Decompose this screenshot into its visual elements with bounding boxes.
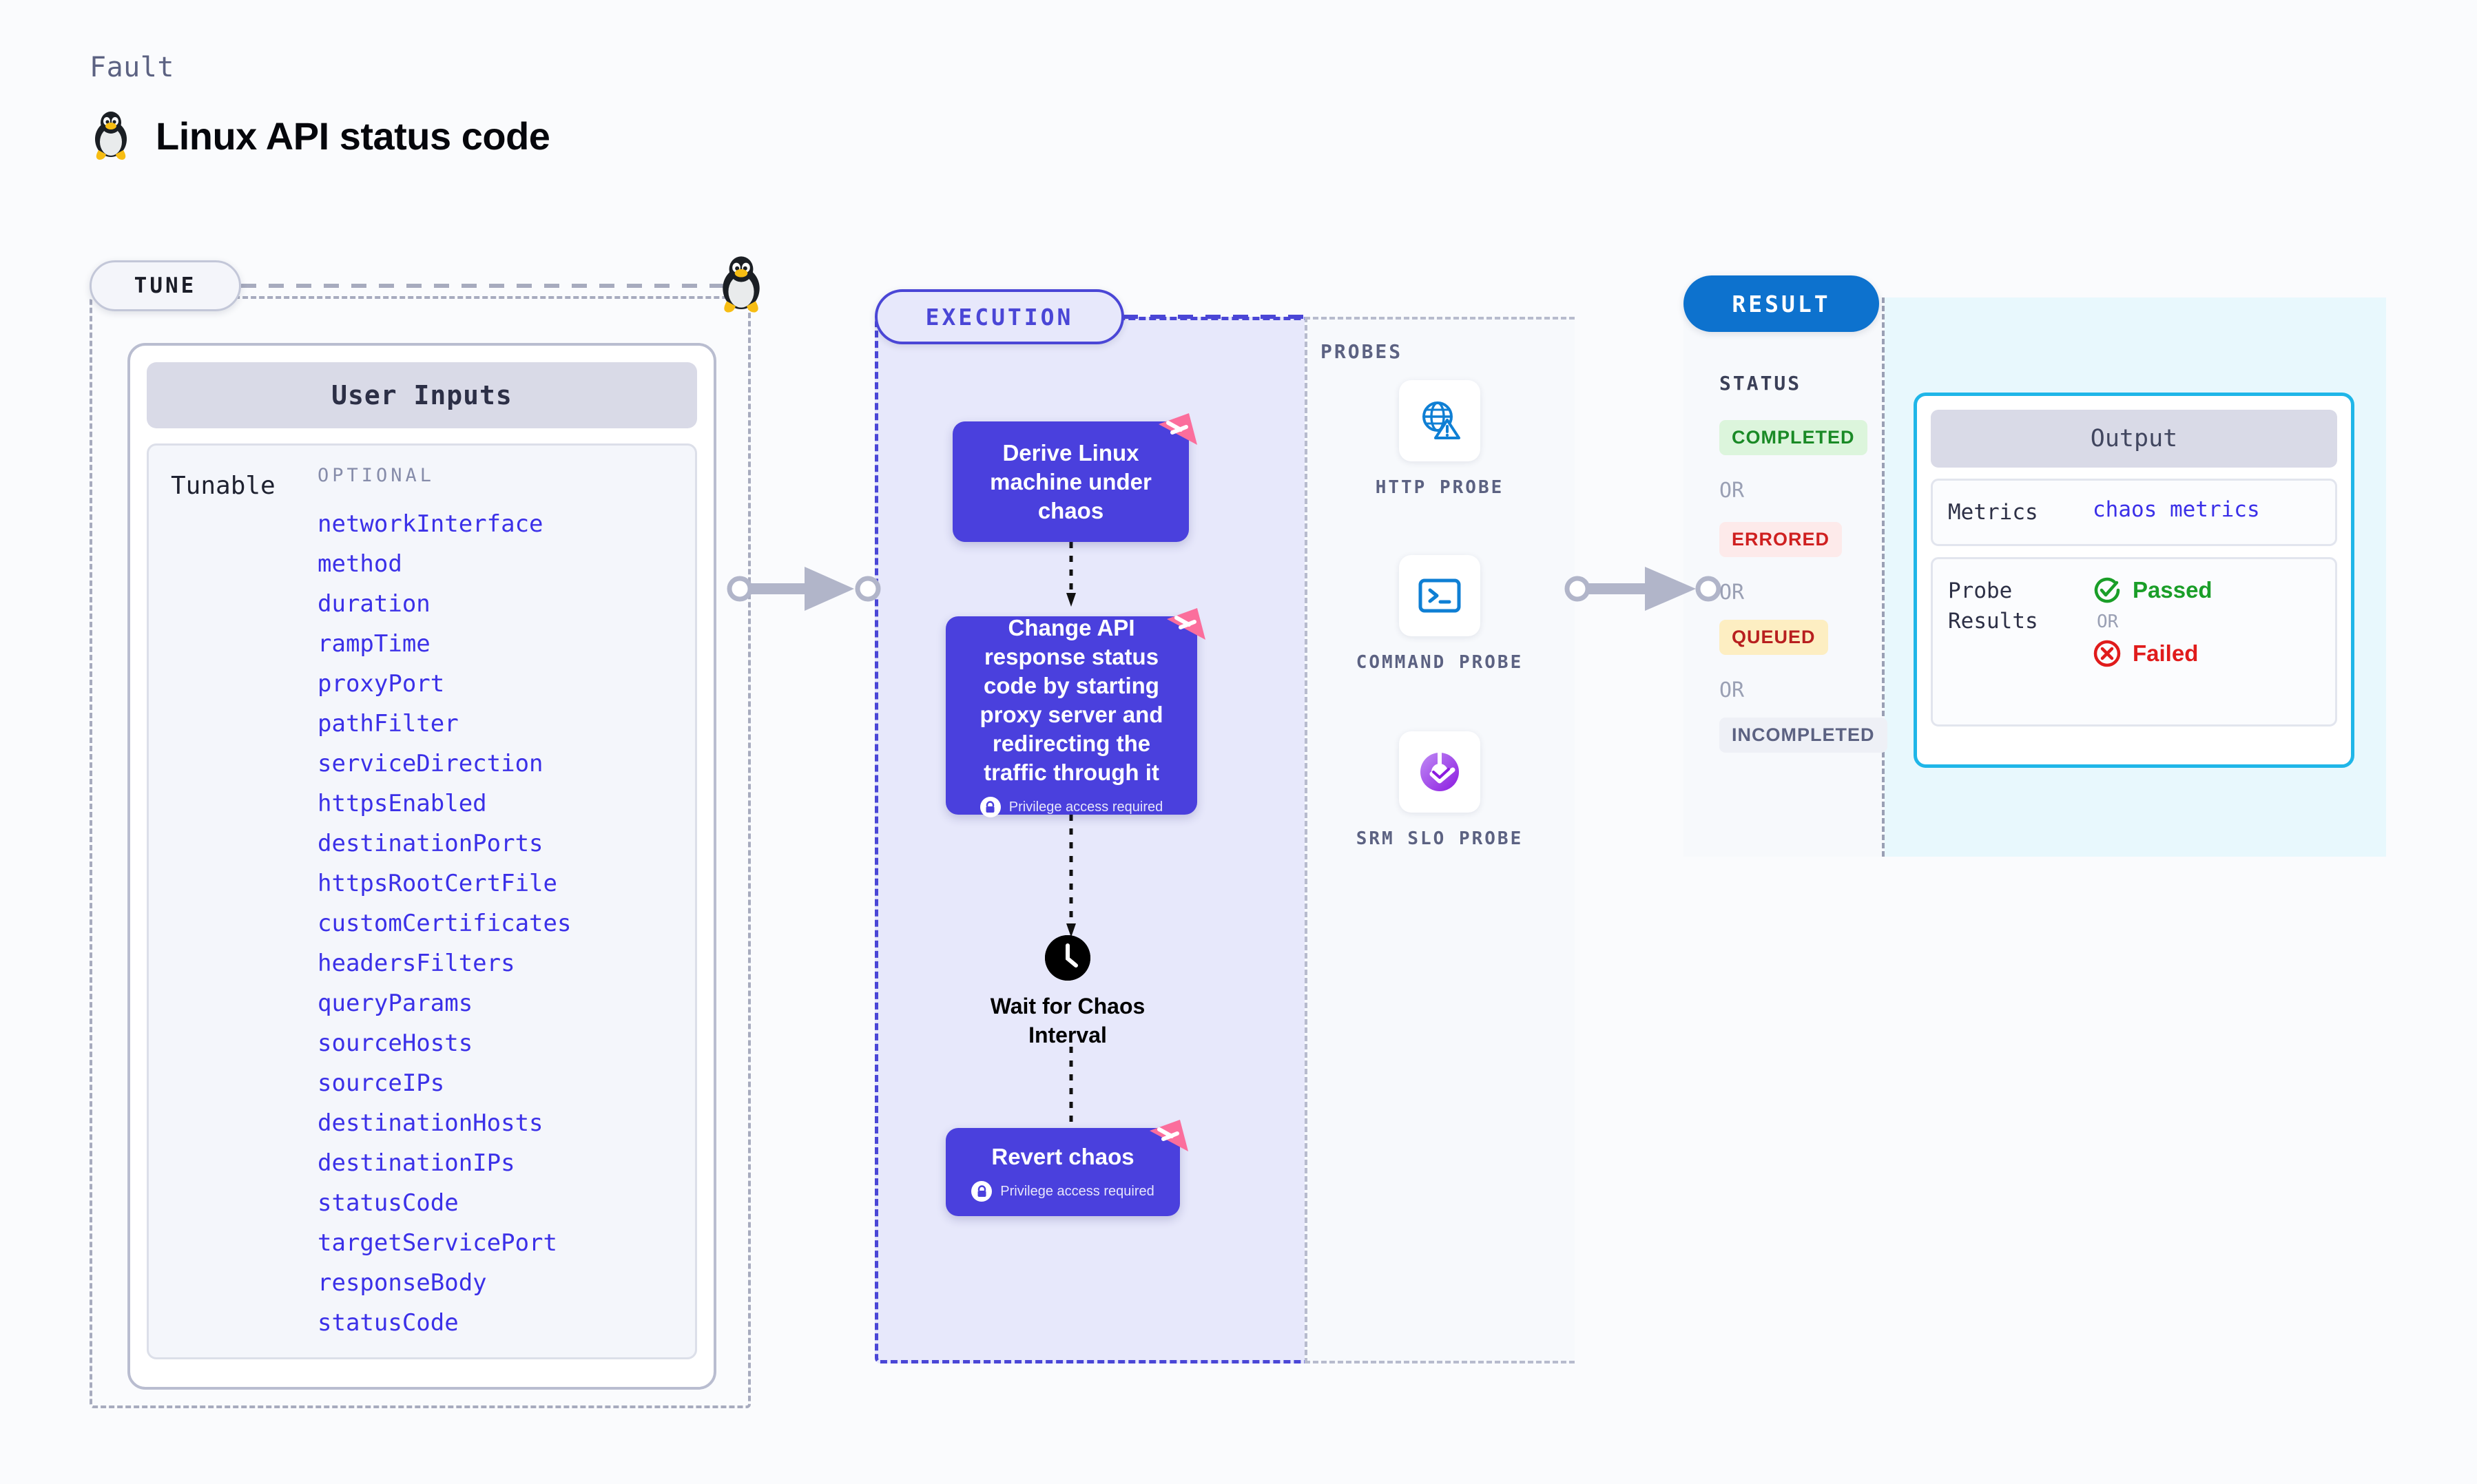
probe-label: COMMAND PROBE: [1356, 652, 1524, 673]
x-circle-icon: [2093, 639, 2122, 668]
node-title: Revert chaos: [991, 1144, 1134, 1169]
output-probe-results-row: Probe Results Passed OR: [1931, 557, 2337, 727]
terminal-icon: [1399, 555, 1480, 636]
execution-node-revert-chaos[interactable]: Revert chaos Privilege access required: [946, 1120, 1188, 1216]
execution-to-result-connector: [1564, 567, 1721, 611]
linux-tux-marker-icon: [716, 255, 766, 314]
probe-result-or: OR: [2097, 612, 2119, 632]
linux-tux-icon: [90, 110, 132, 161]
user-inputs-card: User Inputs Tunable OPTIONAL networkInte…: [127, 343, 716, 1390]
arrow-change-to-wait: [1066, 815, 1076, 937]
status-or: OR: [1719, 479, 1745, 503]
privilege-text: Privilege access required: [1000, 1183, 1154, 1199]
param-item[interactable]: sourceHosts: [318, 1030, 473, 1057]
param-item[interactable]: proxyPort: [318, 670, 445, 698]
param-item[interactable]: queryParams: [318, 990, 473, 1017]
page-title-text: Linux API status code: [156, 114, 550, 158]
probe-result-failed: Failed: [2093, 639, 2212, 668]
execution-node-derive[interactable]: Derive Linux machine under chaos: [953, 413, 1197, 542]
probe-result-passed: Passed: [2093, 576, 2212, 605]
status-or: OR: [1719, 581, 1745, 605]
output-metrics-row: Metrics chaos metrics: [1931, 479, 2337, 546]
probe-label: HTTP PROBE: [1375, 477, 1504, 498]
tunable-param-list: OPTIONAL networkInterface method duratio…: [318, 465, 688, 1357]
probes-title: PROBES: [1320, 340, 1403, 363]
param-item[interactable]: headersFilters: [318, 950, 515, 977]
fault-kicker: Fault: [90, 52, 174, 83]
param-item[interactable]: pathFilter: [318, 710, 459, 738]
param-item[interactable]: destinationIPs: [318, 1149, 515, 1177]
output-card: Output Metrics chaos metrics Probe Resul…: [1914, 393, 2354, 768]
param-item[interactable]: httpsRootCertFile: [318, 870, 557, 897]
param-item[interactable]: serviceDirection: [318, 750, 543, 777]
param-item[interactable]: responseBody: [318, 1269, 487, 1297]
check-circle-icon: [2093, 576, 2122, 605]
param-item[interactable]: customCertificates: [318, 910, 572, 937]
output-title: Output: [1931, 410, 2337, 468]
chaos-ribbon-icon: [1161, 604, 1212, 655]
metrics-key: Metrics: [1948, 500, 2038, 525]
chaos-ribbon-icon: [1144, 1116, 1195, 1167]
param-item[interactable]: rampTime: [318, 630, 431, 658]
failed-label: Failed: [2133, 640, 2199, 666]
metrics-value[interactable]: chaos metrics: [2093, 497, 2260, 522]
param-item[interactable]: httpsEnabled: [318, 790, 487, 817]
privilege-text: Privilege access required: [1008, 799, 1163, 815]
param-item[interactable]: targetServicePort: [318, 1229, 557, 1257]
probe-label: SRM SLO PROBE: [1356, 828, 1524, 849]
probe-command[interactable]: COMMAND PROBE: [1305, 555, 1575, 675]
node-title: Derive Linux machine under chaos: [990, 439, 1152, 523]
tune-badge: TUNE: [90, 260, 241, 311]
tune-to-execution-connector: [727, 567, 881, 611]
execution-dashed-connector: [1123, 315, 1309, 319]
privilege-note: Privilege access required: [980, 797, 1163, 817]
result-status-column: [1683, 297, 1885, 857]
slo-donut-check-icon: [1399, 731, 1480, 813]
tune-dashed-connector: [241, 284, 730, 288]
tune-region: [90, 296, 751, 1408]
page-title: Linux API status code: [90, 110, 550, 161]
user-inputs-title: User Inputs: [147, 362, 697, 428]
probes-region: [1305, 317, 1575, 1363]
param-item[interactable]: statusCode: [318, 1189, 459, 1217]
probe-srm-slo[interactable]: SRM SLO PROBE: [1305, 731, 1575, 851]
probe-http[interactable]: HTTP PROBE: [1305, 380, 1575, 500]
param-item[interactable]: destinationPorts: [318, 830, 543, 857]
arrow-derive-to-change: [1066, 542, 1076, 607]
lock-icon: [971, 1181, 993, 1202]
status-badge-errored: ERRORED: [1719, 522, 1843, 557]
param-item[interactable]: destinationHosts: [318, 1109, 543, 1137]
tunable-box: Tunable OPTIONAL networkInterface method…: [147, 443, 697, 1359]
param-item[interactable]: duration: [318, 590, 431, 618]
execution-badge: EXECUTION: [875, 289, 1124, 344]
probe-results-values: Passed OR Failed: [2093, 576, 2212, 708]
privilege-note: Privilege access required: [971, 1181, 1154, 1202]
param-item[interactable]: networkInterface: [318, 510, 543, 538]
lock-icon: [980, 797, 1001, 817]
wait-label: Wait for Chaos Interval: [990, 994, 1146, 1047]
execution-node-change-status[interactable]: Change API response status code by start…: [946, 608, 1205, 817]
param-item[interactable]: method: [318, 550, 402, 578]
globe-warning-icon: [1399, 380, 1480, 461]
node-title: Change API response status code by start…: [980, 615, 1163, 785]
wait-for-chaos-interval: Wait for Chaos Interval: [951, 935, 1185, 1049]
status-badge-incompleted: INCOMPLETED: [1719, 718, 1887, 753]
tunable-label: Tunable: [171, 472, 276, 500]
optional-label: OPTIONAL: [318, 465, 435, 486]
status-badge-queued: QUEUED: [1719, 620, 1828, 655]
status-or: OR: [1719, 678, 1745, 702]
chaos-ribbon-icon: [1153, 409, 1204, 460]
clock-icon: [1045, 935, 1090, 981]
param-item[interactable]: sourceIPs: [318, 1069, 445, 1097]
param-item[interactable]: statusCode: [318, 1309, 459, 1337]
passed-label: Passed: [2133, 577, 2212, 603]
status-badge-completed: COMPLETED: [1719, 420, 1867, 455]
status-title: STATUS: [1719, 372, 1802, 395]
result-badge: RESULT: [1683, 275, 1879, 332]
probe-results-key: Probe Results: [1948, 578, 2038, 634]
